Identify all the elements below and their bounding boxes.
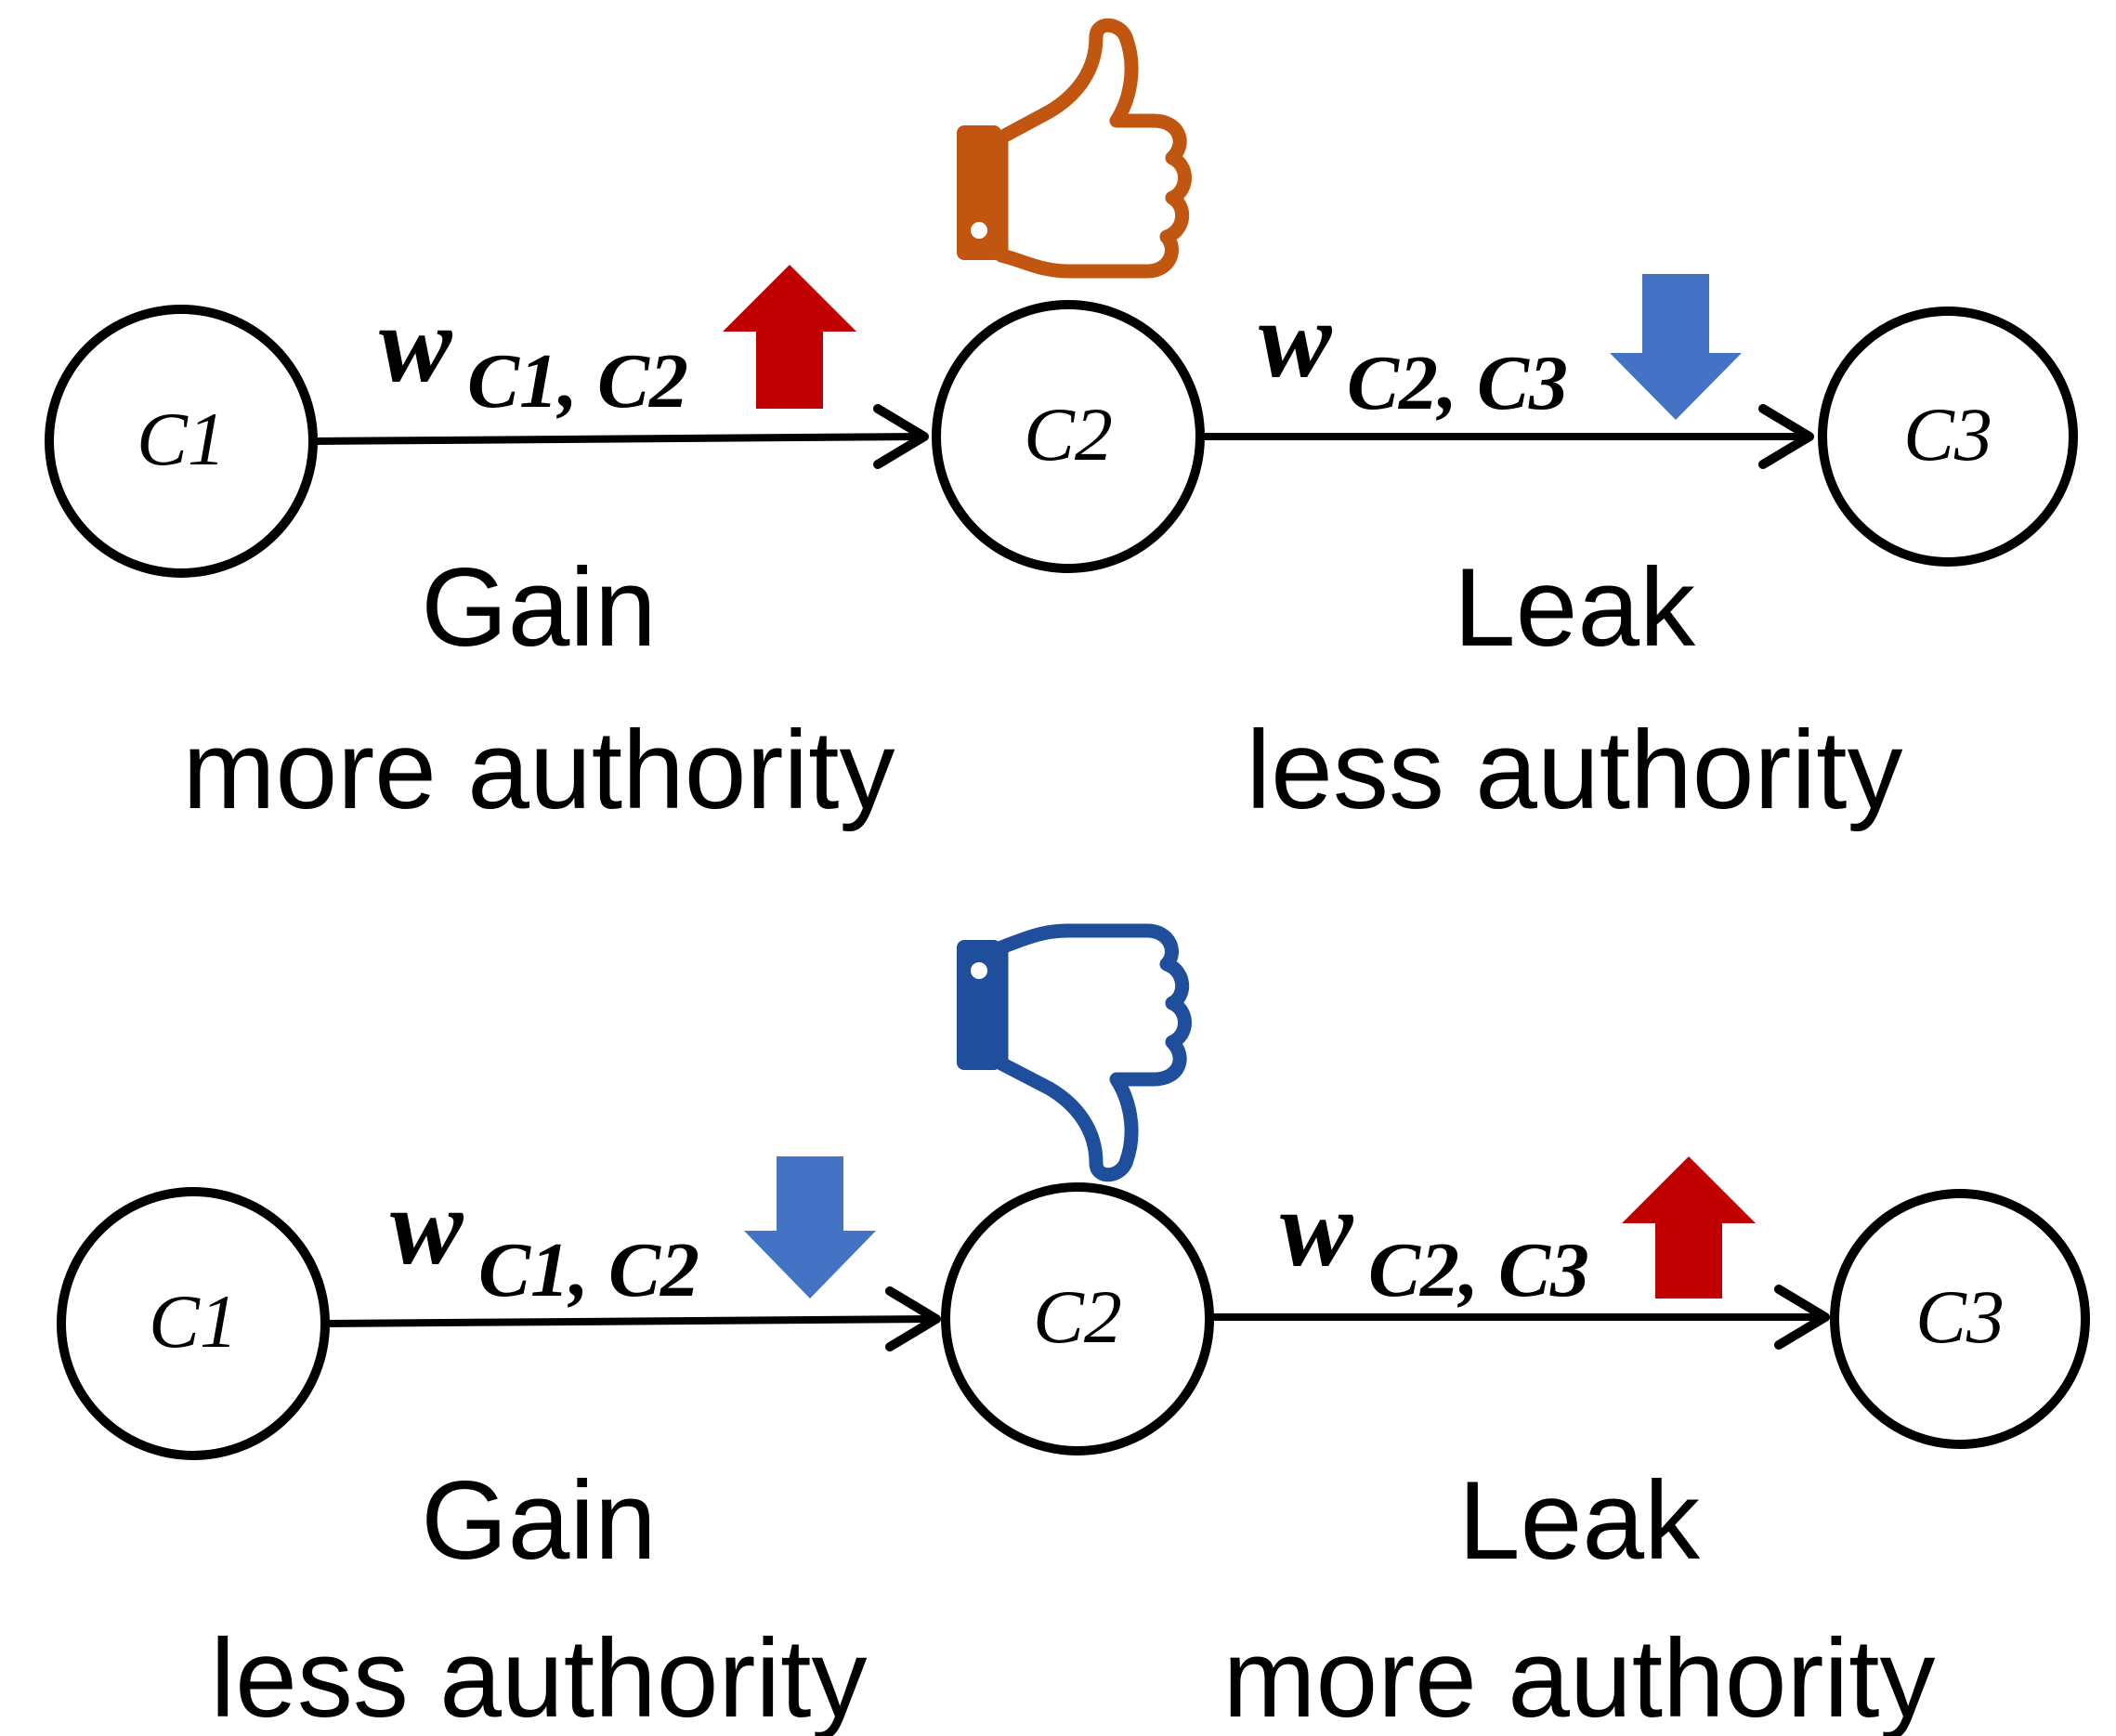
- weight-subscript: C2, C3: [1347, 340, 1568, 426]
- caption-line1: Leak: [1454, 545, 1696, 670]
- weight-label-c2-c3: w C2, C3: [1259, 279, 1568, 426]
- edge-c1-c2: [324, 1315, 934, 1327]
- caption-gain: Gain more authority: [183, 545, 895, 832]
- caption-line1: Gain: [421, 545, 656, 670]
- row-2: C1 C2 C3 w C1, C2 w C2, C3 Gain less aut…: [57, 923, 2090, 1736]
- weight-symbol: w: [390, 1166, 464, 1287]
- caption-gain: Gain less authority: [211, 1458, 868, 1736]
- edge-c2-c3-arrowhead: [1758, 404, 1814, 469]
- edge-c1-c2-arrowhead: [885, 1286, 941, 1351]
- weight-label-c1-c2: w C1, C2: [379, 283, 688, 424]
- weight-symbol: w: [1259, 279, 1333, 400]
- caption-leak: Leak more authority: [1223, 1458, 1936, 1736]
- node-c2: C2: [941, 1182, 1214, 1455]
- weight-label-c1-c2: w C1, C2: [390, 1166, 699, 1313]
- node-label: C1: [137, 397, 226, 481]
- edge-c2-c3-arrowhead: [1774, 1285, 1830, 1350]
- node-label: C2: [1024, 392, 1113, 476]
- caption-leak: Leak less authority: [1247, 545, 1903, 832]
- row-1: C1 C2 C3 w C1, C2 w C2, C3 Gain more aut…: [45, 18, 2078, 832]
- down-arrow-icon: [1610, 274, 1742, 420]
- up-arrow-icon: [723, 265, 856, 409]
- weight-symbol: w: [1280, 1168, 1354, 1289]
- weight-subscript: C1, C2: [478, 1227, 699, 1313]
- node-label: C1: [149, 1279, 238, 1364]
- caption-line2: more authority: [1223, 1616, 1936, 1736]
- weight-subscript: C1, C2: [467, 338, 688, 424]
- caption-line1: Leak: [1458, 1458, 1701, 1583]
- node-c1: C1: [57, 1187, 330, 1460]
- edge-c1-c2-arrowhead: [873, 404, 929, 469]
- thumbs-up-icon: [957, 18, 1192, 279]
- thumbs-down-icon: [957, 923, 1192, 1182]
- caption-line2: less authority: [1247, 708, 1903, 832]
- caption-line2: less authority: [211, 1616, 868, 1736]
- node-label: C3: [1915, 1274, 2005, 1359]
- caption-line2: more authority: [183, 708, 895, 832]
- node-c3: C3: [1818, 307, 2078, 567]
- caption-line1: Gain: [421, 1458, 656, 1583]
- down-arrow-icon: [744, 1156, 876, 1299]
- node-label: C2: [1033, 1274, 1122, 1359]
- node-label: C3: [1903, 392, 1992, 476]
- node-c1: C1: [45, 305, 318, 578]
- weight-label-c2-c3: w C2, C3: [1280, 1168, 1589, 1313]
- up-arrow-icon: [1622, 1156, 1756, 1299]
- weight-symbol: w: [379, 283, 453, 405]
- weight-subscript: C2, C3: [1368, 1227, 1589, 1313]
- edge-c1-c2: [313, 433, 922, 445]
- node-c2: C2: [932, 300, 1205, 573]
- node-c3: C3: [1830, 1189, 2090, 1449]
